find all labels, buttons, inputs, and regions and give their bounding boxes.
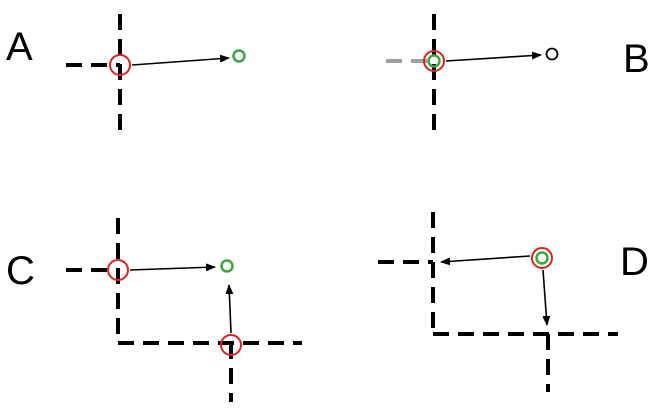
- panel-a-arrow: [131, 54, 230, 66]
- panel-c-bottom-red-circle: [220, 334, 242, 356]
- panel-c-left-red-circle: [107, 259, 129, 281]
- panel-c-green-circle: [220, 259, 234, 273]
- panel-b-red-circle: [423, 50, 445, 72]
- panel-b-black-circle: [545, 47, 559, 61]
- panel-a-red-circle: [109, 54, 131, 76]
- panel-d-label: D: [620, 240, 649, 284]
- panel-c-vertical-arrow: [225, 284, 234, 334]
- panel-a: A: [6, 14, 246, 138]
- panel-c-horizontal-arrow: [129, 263, 216, 272]
- panel-d-red-circle: [531, 247, 553, 269]
- panel-d-left-arrow: [440, 255, 531, 266]
- panel-a-label: A: [6, 25, 33, 69]
- panel-d: D: [378, 212, 649, 392]
- panel-b-inner-green-circle: [427, 54, 441, 68]
- panel-c-label: C: [6, 249, 35, 293]
- panel-c: C: [6, 218, 302, 402]
- panel-b: B: [386, 14, 650, 132]
- panel-d-inner-green-circle: [535, 251, 549, 265]
- panel-a-green-circle: [232, 49, 246, 63]
- panel-b-label: B: [623, 37, 650, 81]
- panel-b-arrow: [445, 51, 542, 62]
- panel-d-down-arrow: [542, 269, 551, 326]
